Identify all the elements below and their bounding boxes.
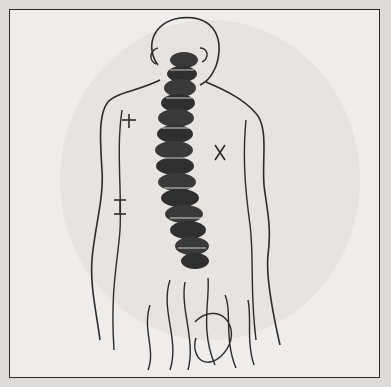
vertebra	[170, 221, 206, 239]
background-shading	[60, 20, 360, 340]
vertebra	[161, 189, 199, 207]
vertebra	[170, 52, 198, 68]
vertebra	[165, 205, 203, 223]
vertebra	[175, 237, 209, 255]
back-spine-illustration	[10, 10, 380, 378]
vertebra	[156, 157, 194, 175]
vertebra	[155, 141, 193, 159]
vertebra	[158, 109, 194, 127]
figure-panel	[9, 9, 380, 378]
vertebra	[181, 253, 209, 269]
